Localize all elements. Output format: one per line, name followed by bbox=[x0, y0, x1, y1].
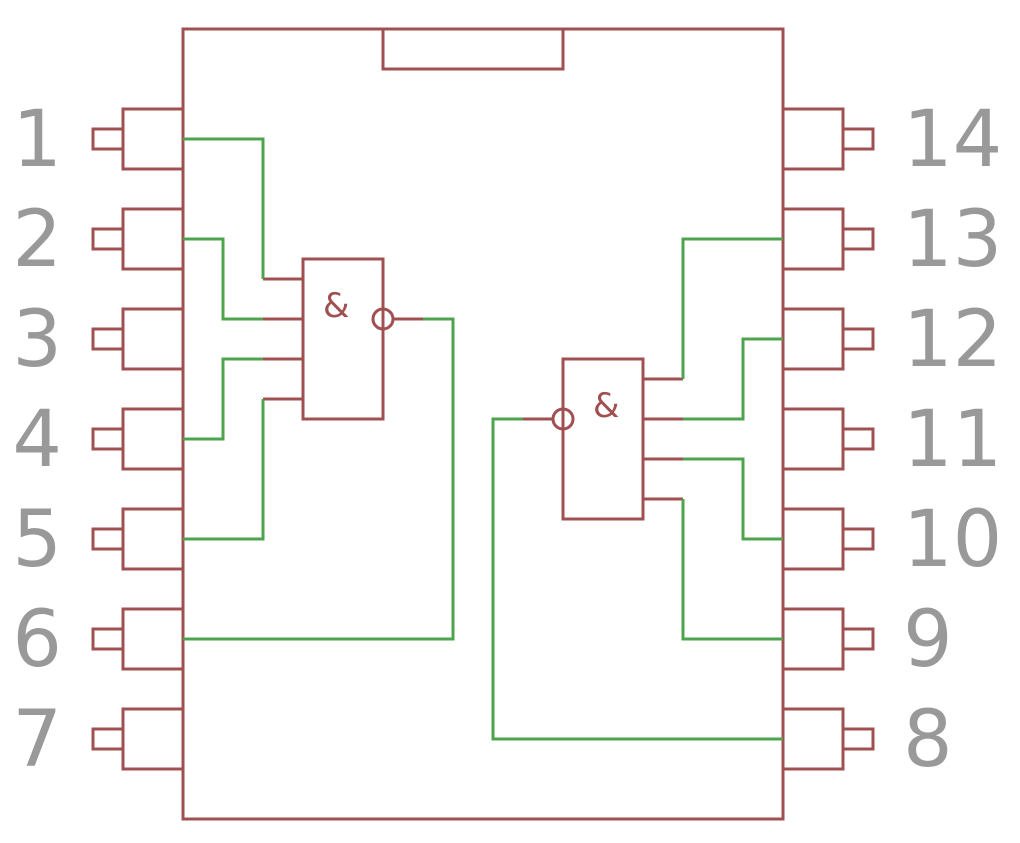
pin-number-label: 5 bbox=[12, 495, 62, 585]
pin-pad bbox=[121, 407, 185, 471]
pin-pad bbox=[781, 407, 845, 471]
pin-lead bbox=[841, 227, 875, 251]
pin-pad bbox=[121, 707, 185, 771]
pin-lead bbox=[91, 427, 125, 451]
pin-pad bbox=[781, 107, 845, 171]
pin-lead bbox=[91, 127, 125, 151]
gate-2-body bbox=[561, 357, 645, 521]
pin-14: 14 bbox=[781, 95, 1002, 185]
pin-pad bbox=[781, 507, 845, 571]
pin-13: 13 bbox=[781, 195, 1002, 285]
pin-lead bbox=[91, 227, 125, 251]
pin-lead bbox=[91, 727, 125, 751]
pin-pad bbox=[121, 207, 185, 271]
wire-pin4-to-gate1 bbox=[183, 357, 263, 441]
pin-8: 8 bbox=[781, 695, 953, 785]
pin-number-label: 14 bbox=[903, 95, 1002, 185]
chip-notch bbox=[381, 27, 565, 71]
pin-11: 11 bbox=[781, 395, 1002, 485]
right-pin-column: 14 13 12 11 10 9 8 bbox=[781, 95, 1002, 785]
pin-9: 9 bbox=[781, 595, 953, 685]
wire-gate1-to-pin6 bbox=[183, 317, 455, 641]
wire-pin10-to-gate2 bbox=[683, 457, 783, 541]
pin-number-label: 11 bbox=[903, 395, 1002, 485]
pin-7: 7 bbox=[12, 695, 185, 785]
pin-6: 6 bbox=[12, 595, 185, 685]
gate-2-symbol: & bbox=[593, 386, 620, 426]
pin-number-label: 3 bbox=[12, 295, 62, 385]
pin-1: 1 bbox=[12, 95, 185, 185]
pin-pad bbox=[121, 107, 185, 171]
pin-12: 12 bbox=[781, 295, 1002, 385]
pin-number-label: 9 bbox=[903, 595, 953, 685]
pin-10: 10 bbox=[781, 495, 1002, 585]
chip-body bbox=[181, 27, 785, 821]
gate-1-symbol: & bbox=[323, 286, 350, 326]
pin-pad bbox=[781, 207, 845, 271]
wire-pin1-to-gate1 bbox=[183, 137, 265, 279]
pin-lead bbox=[841, 527, 875, 551]
nand-gate-1: & bbox=[263, 257, 423, 421]
wire-pin5-to-gate1 bbox=[183, 399, 265, 541]
pin-5: 5 bbox=[12, 495, 185, 585]
gate-1-body bbox=[301, 257, 385, 421]
pin-number-label: 8 bbox=[903, 695, 953, 785]
wire-gate2-to-pin8 bbox=[491, 417, 783, 741]
pin-number-label: 4 bbox=[12, 395, 62, 485]
pin-pad bbox=[121, 307, 185, 371]
pin-number-label: 7 bbox=[12, 695, 62, 785]
nand-gate-2: & bbox=[523, 357, 683, 521]
wire-pin13-to-gate2 bbox=[681, 237, 783, 379]
pin-pad bbox=[781, 707, 845, 771]
wire-pin9-to-gate2 bbox=[681, 499, 783, 641]
pin-pad bbox=[121, 607, 185, 671]
pin-number-label: 10 bbox=[903, 495, 1002, 585]
wire-pin12-to-gate2 bbox=[683, 337, 783, 421]
pin-number-label: 12 bbox=[903, 295, 1002, 385]
pin-lead bbox=[841, 327, 875, 351]
left-pin-column: 1 2 3 4 5 6 7 bbox=[12, 95, 185, 785]
pin-3: 3 bbox=[12, 295, 185, 385]
pin-lead bbox=[91, 527, 125, 551]
pin-pad bbox=[781, 307, 845, 371]
pin-number-label: 1 bbox=[12, 95, 62, 185]
pin-2: 2 bbox=[12, 195, 185, 285]
pin-lead bbox=[91, 627, 125, 651]
pin-number-label: 6 bbox=[12, 595, 62, 685]
pin-lead bbox=[841, 727, 875, 751]
pin-number-label: 2 bbox=[12, 195, 62, 285]
pin-lead bbox=[841, 627, 875, 651]
pin-4: 4 bbox=[12, 395, 185, 485]
pin-pad bbox=[121, 507, 185, 571]
pin-lead bbox=[91, 327, 125, 351]
wire-pin2-to-gate1 bbox=[183, 237, 263, 321]
pin-number-label: 13 bbox=[903, 195, 1002, 285]
pin-pad bbox=[781, 607, 845, 671]
pin-lead bbox=[841, 427, 875, 451]
pin-lead bbox=[841, 127, 875, 151]
